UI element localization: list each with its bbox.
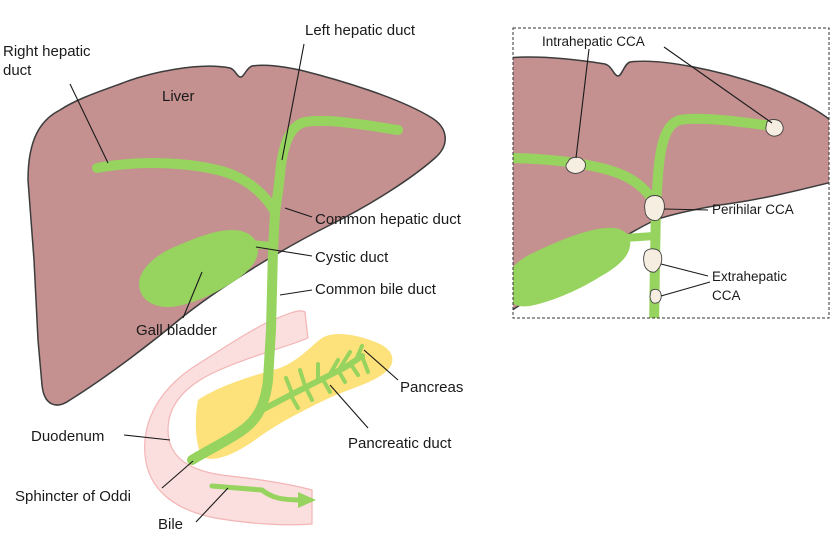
left-hepatic-duct-path [270,115,403,217]
bile-flow-arrowhead [298,492,316,508]
label-right-hepatic-duct-line2: duct [3,62,32,79]
inset-panel: Intrahepatic CCA Perihilar CCA Extrahepa… [512,27,830,319]
inset-border [512,27,830,319]
label-gall-bladder: Gall bladder [136,322,217,339]
main-leader-lines [69,43,399,523]
gall-bladder-shape [139,230,258,308]
tumor-extrahepatic-upper [643,248,663,273]
bile-flow-arrow-shaft [209,483,305,503]
inset-left-duct-path [651,113,777,211]
label-liver: Liver [162,88,195,105]
tumor-intrahepatic-left [765,119,784,137]
label-intrahepatic-cca: Intrahepatic CCA [542,34,645,49]
inset-right-duct-path [513,153,661,211]
bile-duct-system [92,115,403,503]
label-extrahepatic-cca-line1: Extrahepatic [712,269,787,284]
label-pancreatic-duct: Pancreatic duct [348,435,452,452]
tumor-extrahepatic-lower [649,288,662,304]
inset-cystic-duct-path [621,232,658,242]
label-cystic-duct: Cystic duct [315,249,389,266]
label-right-hepatic-duct-line1: Right hepatic [3,43,91,60]
label-pancreas: Pancreas [400,379,463,396]
label-common-hepatic-duct: Common hepatic duct [315,211,462,228]
pancreatic-duct-branches [284,344,370,410]
label-bile: Bile [158,516,183,533]
label-perihilar-cca: Perihilar CCA [712,202,794,217]
inset-gall-bladder-shape [513,227,631,307]
right-hepatic-duct-path [92,158,280,217]
label-sphincter-of-oddi: Sphincter of Oddi [15,488,131,505]
label-extrahepatic-cca-line2: CCA [712,288,741,303]
common-duct-path [187,207,280,465]
tumor-intrahepatic-right [565,156,586,174]
label-duodenum: Duodenum [31,428,104,445]
label-common-bile-duct: Common bile duct [315,281,437,298]
label-left-hepatic-duct: Left hepatic duct [305,22,416,39]
tumor-nodules [565,119,784,304]
tumor-perihilar [644,195,665,221]
duodenum-shape [144,310,313,526]
cystic-duct-path [246,240,277,250]
